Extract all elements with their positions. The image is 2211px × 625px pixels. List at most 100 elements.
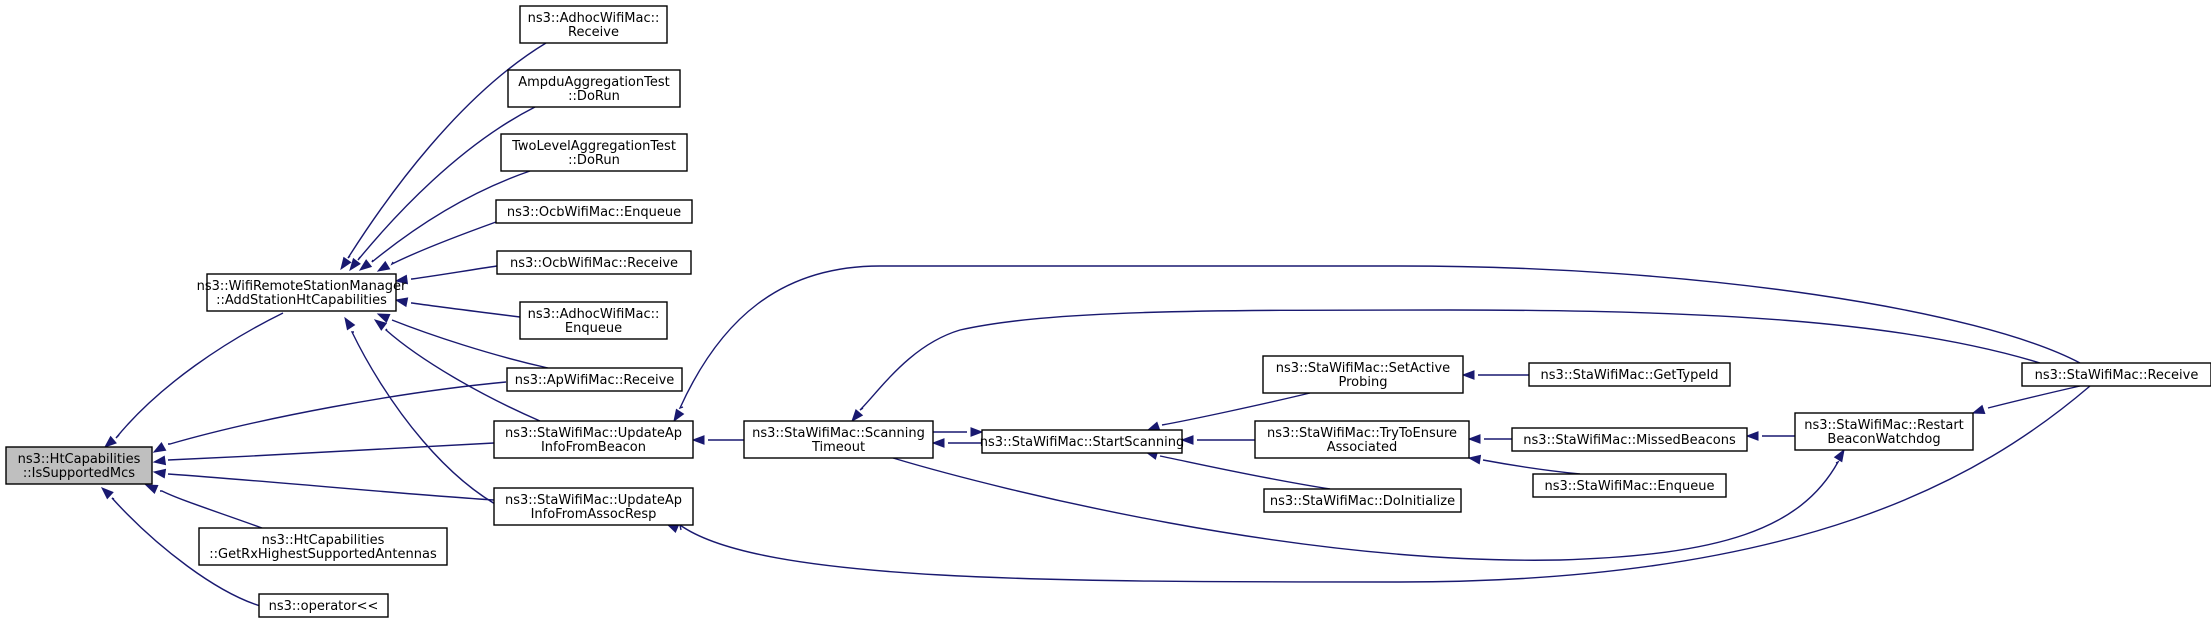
node-label-line: ns3::StaWifiMac::MissedBeacons	[1523, 433, 1736, 448]
edge-line	[160, 490, 263, 529]
node-label-line: ns3::StaWifiMac::UpdateAp	[505, 426, 682, 441]
edge-get-type-id-to-set-active-probing	[1461, 370, 1529, 380]
node-label-line: Associated	[1327, 440, 1397, 455]
node-box	[500, 133, 688, 172]
node-box	[495, 199, 693, 224]
node-label-line: ns3::HtCapabilities	[18, 452, 141, 467]
node-label-line: Enqueue	[565, 321, 622, 336]
node-label-line: Probing	[1339, 375, 1388, 390]
node-label-line: ns3::OcbWifiMac::Enqueue	[507, 205, 681, 220]
node-label-line: AmpduAggregationTest	[518, 75, 669, 90]
arrowhead-icon	[103, 435, 117, 448]
node-label-line: ::DoRun	[568, 153, 620, 168]
arrowhead-icon	[931, 438, 945, 448]
node-ocb-receive[interactable]: ns3::OcbWifiMac::Receive	[496, 250, 692, 275]
arrowhead-icon	[1745, 431, 1759, 441]
node-rx-antennas[interactable]: ns3::HtCapabilities::GetRxHighestSupport…	[198, 527, 448, 566]
node-label-line: ns3::StaWifiMac::SetActive	[1276, 361, 1450, 376]
node-ap-receive[interactable]: ns3::ApWifiMac::Receive	[506, 367, 683, 392]
edge-adhoc-enqueue-to-add-station-ht	[394, 297, 521, 318]
arrowhead-icon	[1467, 454, 1482, 465]
node-label-line: ns3::operator<<	[269, 599, 379, 614]
node-ocb-enqueue[interactable]: ns3::OcbWifiMac::Enqueue	[495, 199, 693, 224]
node-label-line: BeaconWatchdog	[1827, 432, 1940, 447]
edge-scanning-timeout-to-start-scanning	[932, 427, 984, 437]
edge-ap-receive-to-add-station-ht	[376, 313, 549, 369]
node-box	[198, 527, 448, 566]
arrowhead-icon	[673, 408, 685, 423]
node-do-initialize[interactable]: ns3::StaWifiMac::DoInitialize	[1263, 488, 1462, 513]
edge-line	[859, 309, 2041, 411]
edge-ampdu-test-to-add-station-ht	[349, 106, 536, 272]
node-label-line: ns3::WifiRemoteStationManager	[197, 279, 407, 294]
node-sta-receive[interactable]: ns3::StaWifiMac::Receive	[2021, 362, 2211, 387]
edge-line	[1159, 455, 1331, 490]
edge-rx-antennas-to-is-supported-mcs	[144, 484, 263, 529]
edge-scanning-timeout-to-restart-watchdog	[892, 448, 1845, 561]
arrowhead-icon	[394, 274, 409, 285]
node-get-type-id[interactable]: ns3::StaWifiMac::GetTypeId	[1528, 362, 1731, 387]
arrowhead-icon	[373, 319, 388, 331]
node-box	[493, 420, 694, 459]
arrowhead-icon	[1971, 404, 1986, 415]
node-box	[493, 487, 694, 526]
arrowhead-icon	[851, 409, 864, 423]
edge-restart-watchdog-to-missed-beacons	[1745, 431, 1795, 441]
node-operator-shift[interactable]: ns3::operator<<	[258, 593, 389, 618]
node-box	[507, 69, 681, 108]
node-label-line: ::DoRun	[568, 89, 620, 104]
node-adhoc-receive[interactable]: ns3::AdhocWifiMac::Receive	[519, 5, 668, 44]
node-add-station-ht[interactable]: ns3::WifiRemoteStationManager::AddStatio…	[197, 273, 407, 312]
edge-adhoc-receive-to-add-station-ht	[340, 42, 547, 271]
arrowhead-icon	[691, 435, 705, 445]
edge-sta-enqueue-to-try-ensure	[1467, 454, 1581, 475]
node-start-scanning[interactable]: ns3::StaWifiMac::StartScanning	[980, 429, 1185, 454]
node-box	[743, 420, 934, 459]
edge-line	[111, 497, 277, 611]
node-missed-beacons[interactable]: ns3::StaWifiMac::MissedBeacons	[1511, 427, 1748, 452]
node-update-assoc[interactable]: ns3::StaWifiMac::UpdateApInfoFromAssocRe…	[493, 487, 694, 526]
node-box	[206, 273, 397, 312]
edge-sta-receive-to-scanning-timeout	[851, 309, 2041, 423]
node-sta-enqueue[interactable]: ns3::StaWifiMac::Enqueue	[1532, 473, 1727, 498]
edge-ocb-enqueue-to-add-station-ht	[376, 221, 497, 272]
edge-update-beacon-to-add-station-ht	[373, 319, 541, 422]
edge-line	[391, 319, 549, 369]
node-adhoc-enqueue[interactable]: ns3::AdhocWifiMac::Enqueue	[519, 301, 668, 340]
edge-line	[357, 106, 536, 261]
edge-line	[678, 265, 2081, 410]
node-twolevel-test[interactable]: TwoLevelAggregationTest::DoRun	[500, 133, 688, 172]
edge-missed-beacons-to-try-ensure	[1467, 434, 1512, 444]
edge-line	[411, 302, 521, 318]
node-label-line: ns3::StaWifiMac::UpdateAp	[505, 493, 682, 508]
edge-line	[678, 385, 2091, 583]
node-label-line: ns3::AdhocWifiMac::	[528, 11, 660, 26]
edge-try-ensure-to-start-scanning	[1180, 435, 1255, 445]
arrowhead-icon	[144, 484, 159, 495]
node-box	[1532, 473, 1727, 498]
node-label-line: ns3::StaWifiMac::StartScanning	[980, 435, 1185, 450]
node-box	[519, 301, 668, 340]
nodes-layer: ns3::HtCapabilities::IsSupportedMcsns3::…	[5, 5, 2211, 618]
edge-line	[371, 170, 531, 263]
arrowhead-icon	[394, 297, 409, 308]
arrowhead-icon	[1467, 434, 1481, 444]
node-box	[258, 593, 389, 618]
edge-start-scanning-to-scanning-timeout	[931, 438, 982, 448]
edge-update-assoc-to-is-supported-mcs	[152, 468, 495, 501]
edge-line	[347, 42, 547, 259]
node-ampdu-test[interactable]: AmpduAggregationTest::DoRun	[507, 69, 681, 108]
node-is-supported-mcs[interactable]: ns3::HtCapabilities::IsSupportedMcs	[5, 446, 153, 485]
edge-line	[390, 221, 497, 266]
node-label-line: ns3::StaWifiMac::TryToEnsure	[1267, 426, 1457, 441]
arrowhead-icon	[376, 260, 391, 272]
node-box	[981, 429, 1183, 454]
node-label-line: ns3::StaWifiMac::DoInitialize	[1270, 494, 1455, 509]
arrowhead-icon	[1833, 448, 1845, 463]
